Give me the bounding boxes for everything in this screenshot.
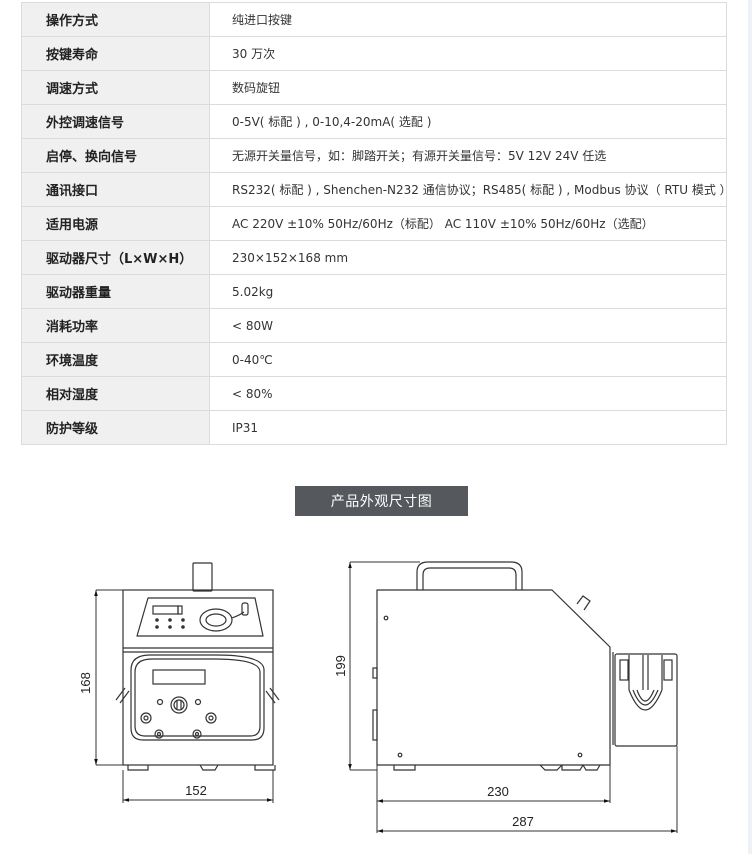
side-body-width-label: 230 — [487, 784, 509, 799]
table-row: 环境温度 0-40℃ — [21, 342, 727, 377]
spec-label: 防护等级 — [21, 410, 210, 445]
spec-value: 数码旋钮 — [209, 70, 727, 105]
spec-label: 环境温度 — [21, 342, 210, 377]
spec-value: 无源开关量信号，如：脚踏开关；有源开关量信号：5V 12V 24V 任选 — [209, 138, 727, 173]
spec-label: 外控调速信号 — [21, 104, 210, 139]
spec-value: 5.02kg — [209, 274, 727, 309]
side-height-label: 199 — [333, 655, 348, 677]
spec-value: 30 万次 — [209, 36, 727, 71]
spec-value: 0-5V( 标配 ) , 0-10,4-20mA( 选配 ) — [209, 104, 727, 139]
side-view-drawing — [348, 561, 678, 833]
side-pump-head-shape — [614, 653, 678, 747]
spec-value: IP31 — [209, 410, 727, 445]
spec-label: 通讯接口 — [21, 172, 210, 207]
spec-value: 0-40℃ — [209, 342, 727, 377]
front-body-shape — [122, 589, 274, 766]
spec-label: 相对湿度 — [21, 376, 210, 411]
spec-value: AC 220V ±10% 50Hz/60Hz（标配） AC 110V ±10% … — [209, 206, 727, 241]
pump-head-shape — [130, 654, 265, 741]
spec-label: 按键寿命 — [21, 36, 210, 71]
side-body-shape — [376, 589, 611, 766]
spec-label: 调速方式 — [21, 70, 210, 105]
side-total-width-label: 287 — [512, 814, 534, 829]
dimension-drawing: 168 152 199 23 — [78, 561, 678, 833]
spec-label: 适用电源 — [21, 206, 210, 241]
spec-value: < 80% — [209, 376, 727, 411]
spec-label: 驱动器重量 — [21, 274, 210, 309]
table-row: 相对湿度< 80% — [21, 376, 727, 411]
spec-value: 纯进口按键 — [209, 2, 727, 37]
spec-label: 启停、换向信号 — [21, 138, 210, 173]
spec-value: RS232( 标配 ) , Shenchen-N232 通信协议；RS485( … — [209, 172, 732, 207]
front-view-drawing — [94, 562, 280, 803]
page-scroll-edge — [748, 0, 752, 854]
spec-label: 操作方式 — [21, 2, 210, 37]
table-row: 调速方式数码旋钮 — [21, 70, 727, 105]
front-height-label: 168 — [78, 672, 93, 694]
spec-value: 230×152×168 mm — [209, 240, 727, 275]
table-row: 启停、换向信号无源开关量信号，如：脚踏开关；有源开关量信号：5V 12V 24V… — [21, 138, 727, 173]
control-panel-shape — [136, 597, 264, 637]
front-handle-shape — [192, 562, 213, 592]
spec-value: < 80W — [209, 308, 727, 343]
spec-label: 驱动器尺寸（L×W×H） — [21, 240, 210, 275]
table-row: 操作方式纯进口按键 — [21, 2, 727, 37]
spec-label: 消耗功率 — [21, 308, 210, 343]
side-handle-shape — [416, 561, 523, 590]
table-row: 消耗功率< 80W — [21, 308, 727, 343]
section-title: 产品外观尺寸图 — [295, 486, 468, 516]
table-row: 驱动器尺寸（L×W×H）230×152×168 mm — [21, 240, 727, 275]
front-width-label: 152 — [185, 783, 207, 798]
